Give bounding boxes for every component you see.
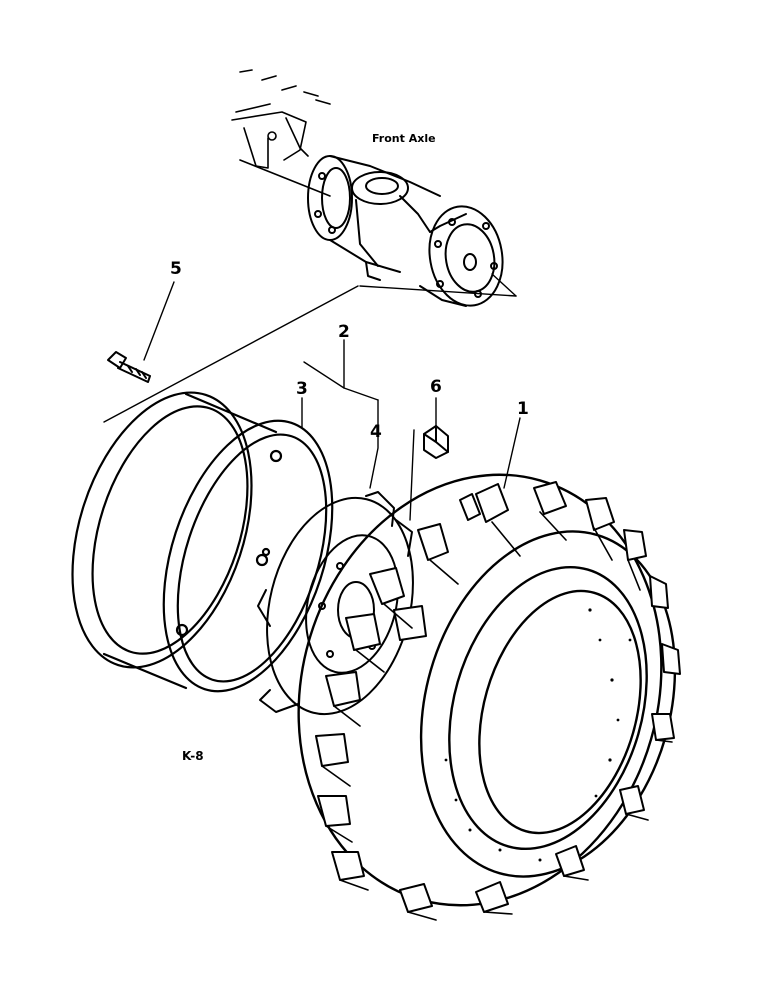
axle-flange: [419, 205, 504, 307]
callout-6: 6: [430, 377, 442, 397]
drawing-code: K-8: [182, 749, 204, 763]
callout-5: 5: [170, 259, 182, 279]
tire-shading: [444, 608, 632, 862]
tire-part: [297, 473, 681, 921]
tire-lugs: [315, 481, 681, 913]
callout-3: 3: [296, 379, 308, 399]
tire-tread-grooves: [321, 511, 673, 921]
nut-part: [423, 425, 449, 459]
callout-4: 4: [370, 422, 382, 442]
leader-lines: [103, 281, 521, 521]
axle-hub: [307, 155, 441, 281]
front-axle-assembly: [231, 69, 517, 307]
callout-2: 2: [338, 322, 350, 342]
callout-1: 1: [517, 399, 529, 419]
bolt-part: [107, 351, 151, 383]
rim-part: [71, 391, 334, 693]
front-axle-label: Front Axle: [372, 132, 436, 145]
axle-bracket-fragments: [231, 69, 331, 197]
axle-center-lines: [359, 273, 517, 297]
